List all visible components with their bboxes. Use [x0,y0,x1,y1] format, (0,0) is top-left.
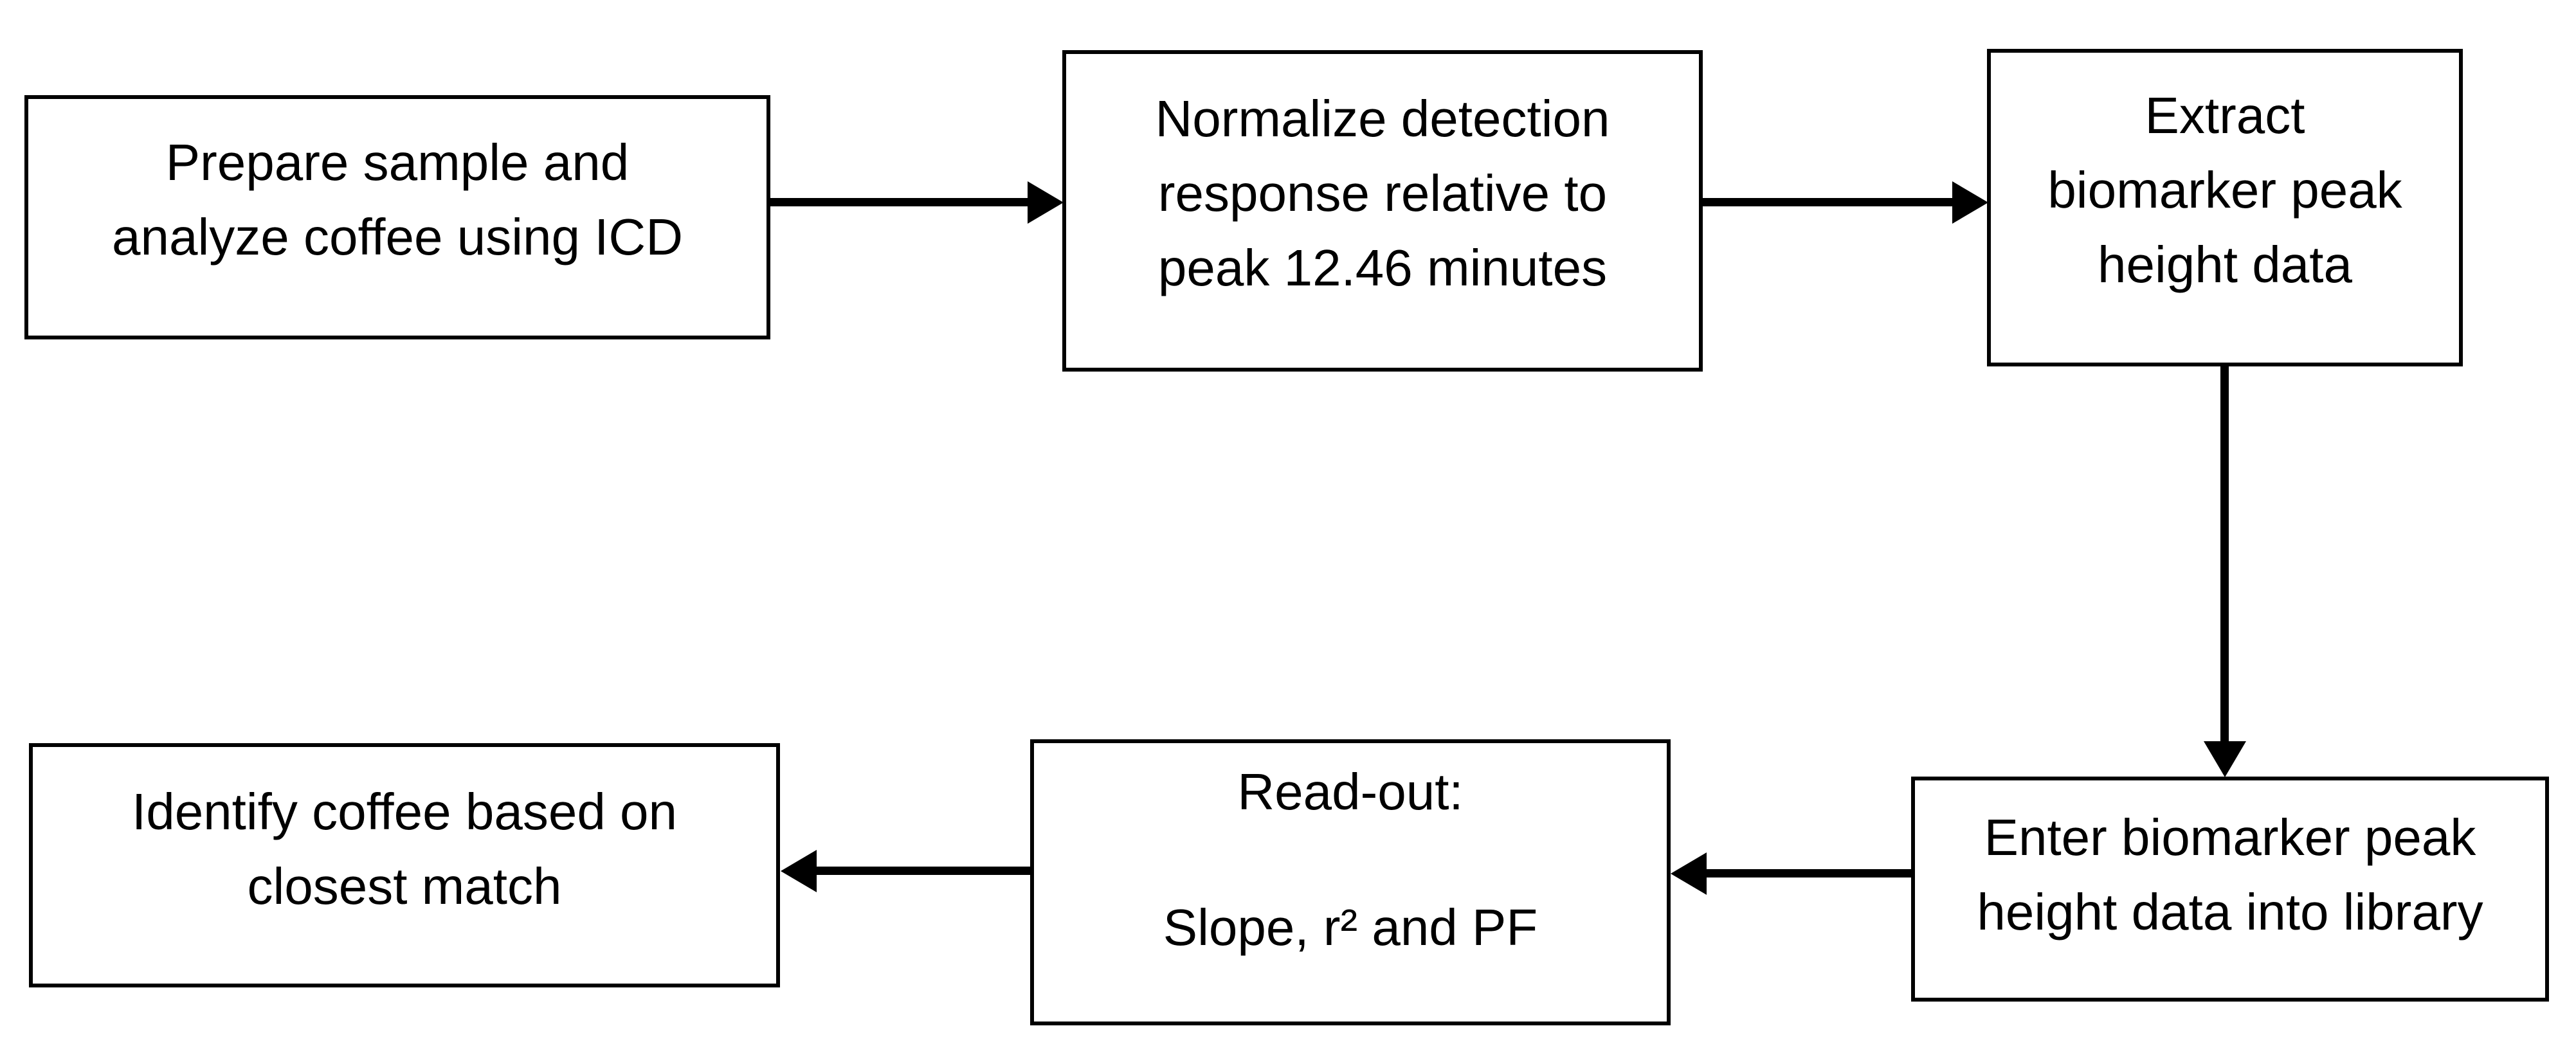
edge-line [1705,869,1911,878]
arrowhead-left-icon [781,850,817,892]
arrowhead-right-icon [1952,181,1988,224]
node-extract-biomarker-label: Extract biomarker peak height data [2047,86,2402,293]
node-identify-coffee: Identify coffee based on closest match [29,743,780,987]
edge-line [770,198,1029,206]
node-prepare-sample-label: Prepare sample and analyze coffee using … [112,133,683,266]
edge-line [2220,366,2229,742]
node-prepare-sample: Prepare sample and analyze coffee using … [24,95,770,339]
node-normalize-detection-label: Normalize detection response relative to… [1155,89,1610,296]
node-identify-coffee-label: Identify coffee based on closest match [131,783,678,915]
edge-line [817,867,1030,875]
node-readout-title: Read-out: [1237,763,1464,820]
node-readout-values: Slope, r² and PF [1163,899,1538,956]
arrowhead-left-icon [1671,852,1707,895]
arrowhead-right-icon [1028,181,1064,224]
node-enter-library: Enter biomarker peak height data into li… [1911,777,2549,1002]
node-readout: Read-out: Slope, r² and PF [1030,739,1671,1025]
arrowhead-down-icon [2204,741,2246,777]
node-enter-library-label: Enter biomarker peak height data into li… [1977,808,2483,941]
edge-line [1703,198,1954,206]
node-normalize-detection: Normalize detection response relative to… [1062,50,1703,372]
node-extract-biomarker: Extract biomarker peak height data [1987,49,2463,366]
